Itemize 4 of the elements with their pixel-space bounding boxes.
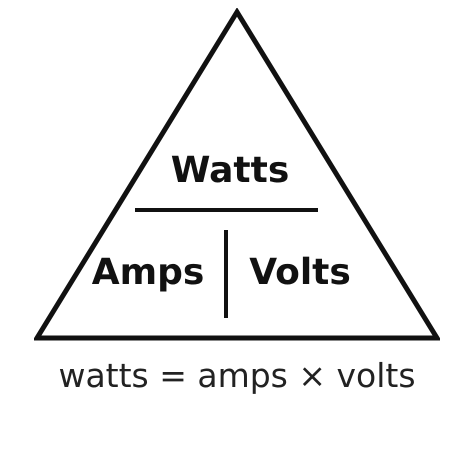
quantity-label: Watts [170, 150, 290, 191]
quantity-label: Volts [249, 252, 351, 293]
formula-caption: watts = amps × volts [57, 356, 417, 395]
quantity-label: Amps [92, 252, 204, 293]
